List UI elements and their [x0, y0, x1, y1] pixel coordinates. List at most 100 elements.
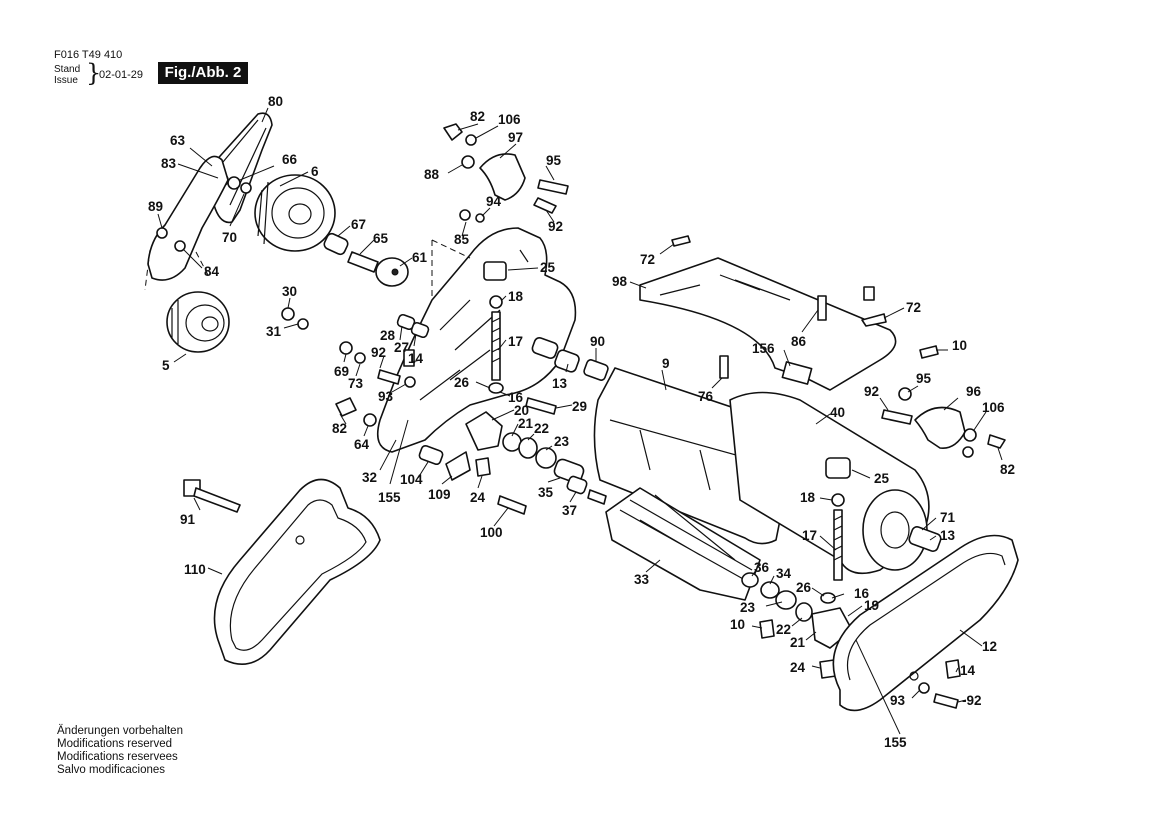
note-french: Modifications reservees [57, 751, 178, 763]
callout-92-left: 92 [371, 345, 386, 360]
wing-nut-82 [443, 123, 463, 141]
washer-88 [461, 155, 475, 169]
belt-teeth-lines [217, 119, 267, 206]
callout-84: 84 [204, 264, 220, 279]
washer-26 [488, 382, 504, 394]
callout-21-left: 21 [518, 416, 534, 431]
washer-37 [566, 475, 588, 495]
callout-85: 85 [454, 232, 470, 247]
left-side-housing [376, 227, 609, 453]
callout-22-left: 22 [534, 421, 549, 436]
washer-extra [962, 446, 974, 458]
callout-5: 5 [162, 358, 170, 373]
callout-25-left: 25 [540, 260, 556, 275]
callout-12: 12 [982, 639, 997, 654]
left-small-parts [183, 341, 588, 515]
callout-26-right: 26 [796, 580, 812, 595]
bolt-92 [533, 197, 557, 214]
washer-31 [297, 318, 309, 330]
shaft-group [281, 232, 409, 330]
washer-93a [404, 376, 416, 388]
callout-35: 35 [538, 485, 554, 500]
washer-85 [459, 209, 471, 221]
callout-67: 67 [351, 217, 366, 232]
callout-95-right: 95 [916, 371, 932, 386]
drawing-code: F016 T49 410 [54, 49, 123, 61]
side-plate [376, 227, 577, 453]
callout-92-bottom: -92 [962, 693, 982, 708]
callout-17-right: 17 [802, 528, 817, 543]
washer-93b [918, 682, 930, 694]
top-bracket-group [443, 123, 569, 223]
bolt-95 [537, 179, 569, 195]
issue-date: 02-01-29 [99, 69, 144, 81]
callout-63: 63 [170, 133, 186, 148]
callout-80: 80 [268, 94, 283, 109]
callout-16-left: 16 [508, 390, 524, 405]
callout-14-right: 14 [960, 663, 976, 678]
callout-104: 104 [400, 472, 423, 487]
left-cover [213, 478, 381, 666]
callout-34: 34 [776, 566, 792, 581]
washer-64 [363, 413, 377, 427]
callout-33: 33 [634, 572, 650, 587]
bush-104 [418, 444, 444, 466]
washer-26b [820, 592, 836, 604]
callout-31: 31 [266, 324, 282, 339]
callout-29: 29 [572, 399, 587, 414]
right-bracket-group [881, 387, 1006, 458]
callout-91: 91 [180, 512, 196, 527]
callout-106-right: 106 [982, 400, 1005, 415]
callout-23-left: 23 [554, 434, 570, 449]
screw-76 [719, 355, 729, 379]
note-german: Änderungen vorbehalten [57, 725, 183, 737]
callout-28: 28 [380, 328, 396, 343]
cover-12 [832, 534, 1019, 712]
note-spanish: Salvo modificaciones [57, 764, 166, 776]
callout-156: 156 [752, 341, 775, 356]
right-cover [832, 534, 1019, 712]
bearing-90 [531, 336, 559, 360]
callout-13-right: 13 [940, 528, 956, 543]
wing-nut-82c [987, 434, 1006, 449]
callout-13-left: 13 [552, 376, 568, 391]
callout-72-right: 72 [906, 300, 921, 315]
callout-69: 69 [334, 364, 349, 379]
nut-18b [831, 493, 845, 507]
washer-106b [963, 428, 977, 442]
wing-nut-82b [335, 397, 357, 417]
callout-24-right: 24 [790, 660, 806, 675]
bearing-23b [775, 590, 797, 610]
large-pulley [254, 174, 336, 252]
bearing-34 [760, 581, 780, 599]
belt-pulley-group [144, 112, 336, 353]
callout-90: 90 [590, 334, 605, 349]
bolt-92b [377, 369, 401, 385]
figure-label: Fig./Abb. 2 [158, 62, 248, 84]
cutter-33 [605, 487, 761, 601]
callout-95-top: 95 [546, 153, 562, 168]
washer-22b [795, 602, 813, 622]
washer-84 [174, 240, 186, 252]
callout-22-right: 22 [776, 622, 791, 637]
bush-67 [323, 232, 349, 256]
callout-14-left: 14 [408, 351, 424, 366]
callout-18-left: 18 [508, 289, 524, 304]
spring-24a [475, 457, 491, 477]
nut-66 [227, 176, 241, 190]
screw-72-top [863, 286, 875, 301]
callout-65: 65 [373, 231, 389, 246]
cover-110 [213, 478, 381, 666]
knob-25b [825, 457, 851, 479]
callout-70: 70 [222, 230, 237, 245]
bolt-92d [933, 693, 959, 709]
bolt-100 [497, 495, 527, 515]
shaft-end [587, 489, 607, 505]
callout-23-right: 23 [740, 600, 756, 615]
callout-labels: 80 63 83 66 6 89 70 84 67 65 61 30 31 5 … [148, 94, 1015, 750]
bolt-69 [339, 341, 353, 355]
bearing-cup [583, 359, 609, 381]
callout-92-top: 92 [548, 219, 563, 234]
callout-30: 30 [282, 284, 297, 299]
toothed-belt [211, 112, 273, 224]
